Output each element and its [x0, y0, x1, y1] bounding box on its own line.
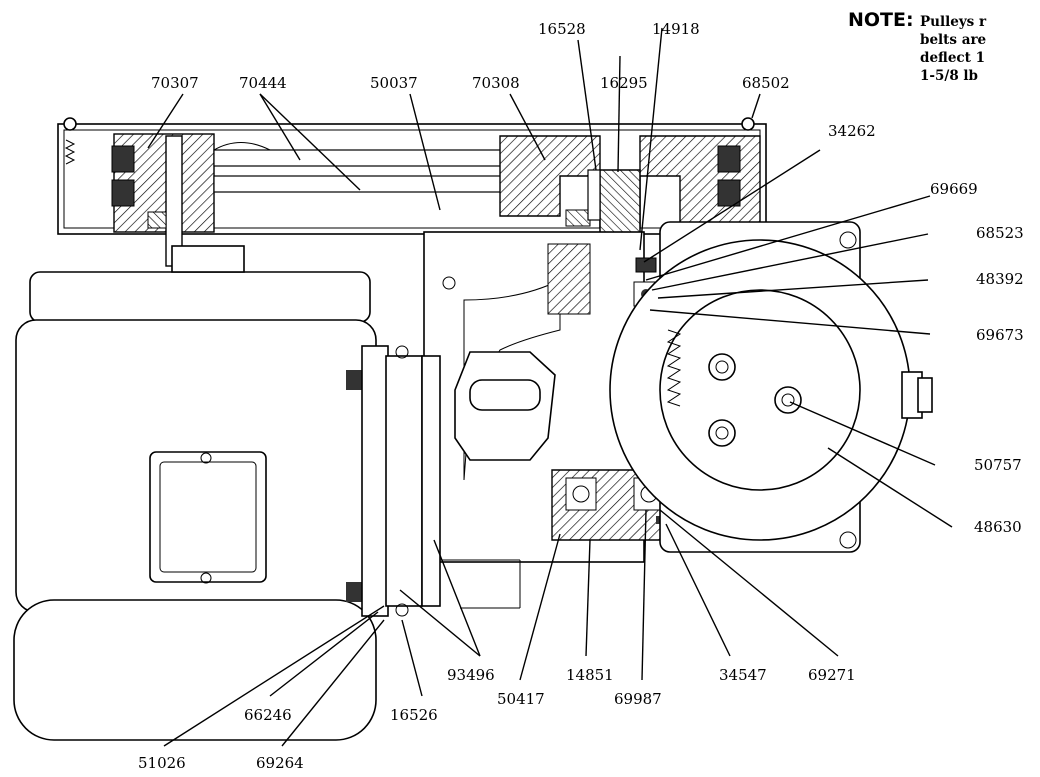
part-label-68523: 68523	[976, 224, 1024, 242]
part-label-69669: 69669	[930, 180, 978, 198]
part-label-14918: 14918	[652, 20, 700, 38]
part-label-69264: 69264	[256, 754, 304, 772]
electric-motor	[13, 245, 521, 741]
note-heading: NOTE:	[848, 9, 914, 31]
note-line-4: 1-5/8 lb	[920, 68, 978, 84]
part-label-16295: 16295	[600, 74, 648, 92]
note-line-3: deflect 1	[920, 50, 985, 66]
part-label-69987: 69987	[614, 690, 662, 708]
part-label-70444: 70444	[239, 74, 287, 92]
part-label-70308: 70308	[472, 74, 520, 92]
note-block: NOTE: Pulleys r belts are deflect 1 1-5/…	[848, 9, 987, 84]
part-label-50417: 50417	[497, 690, 545, 708]
part-label-16528: 16528	[538, 20, 586, 38]
part-label-48630: 48630	[974, 518, 1022, 536]
part-label-48392: 48392	[976, 270, 1024, 288]
part-label-69271: 69271	[808, 666, 856, 684]
part-label-50037: 50037	[370, 74, 418, 92]
motor-pulley	[111, 133, 215, 267]
part-label-34547: 34547	[719, 666, 767, 684]
worm-gear	[609, 221, 933, 553]
leader-lines	[147, 27, 953, 747]
part-label-70307: 70307	[151, 74, 199, 92]
part-label-14851: 14851	[566, 666, 614, 684]
part-label-68502: 68502	[742, 74, 790, 92]
note-line-2: belts are	[920, 32, 986, 48]
part-number-labels: 70307 70444 50037 70308 16528 16295 1491…	[138, 20, 1024, 772]
part-label-16526: 16526	[390, 706, 438, 724]
machine-drawing	[13, 27, 953, 747]
v-belt	[213, 142, 505, 193]
note-line-1: Pulleys r	[920, 14, 987, 30]
part-label-34262: 34262	[828, 122, 876, 140]
part-label-51026: 51026	[138, 754, 186, 772]
part-label-69673: 69673	[976, 326, 1024, 344]
part-label-66246: 66246	[244, 706, 292, 724]
part-label-93496: 93496	[447, 666, 495, 684]
part-label-50757: 50757	[974, 456, 1022, 474]
